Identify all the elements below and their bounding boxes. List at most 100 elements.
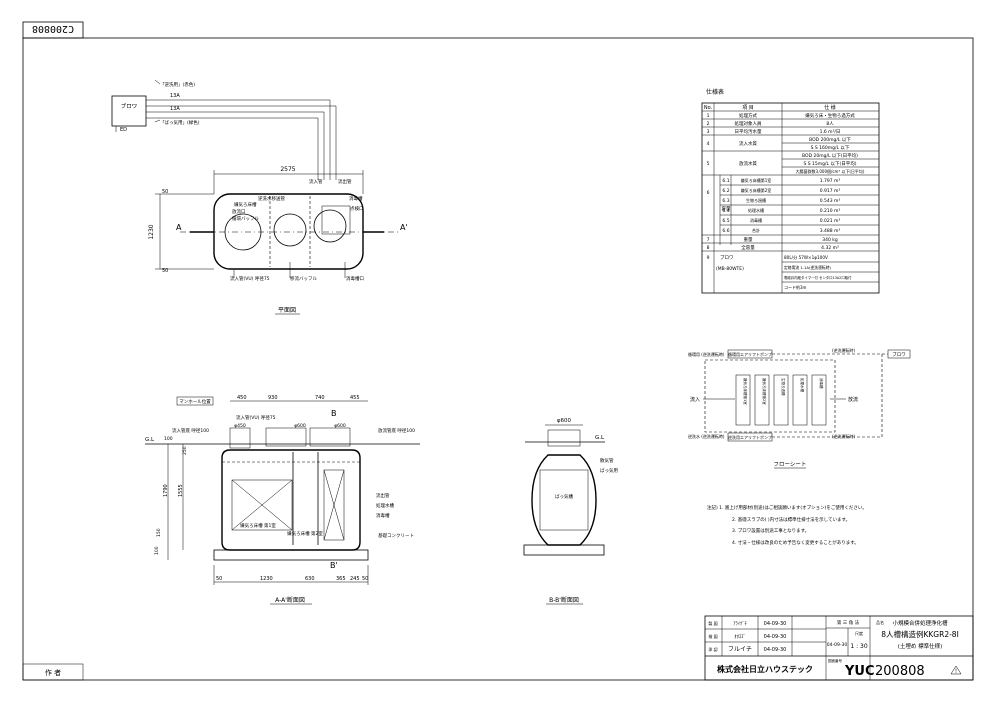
aa-bottom-dim-3: 630 — [305, 576, 315, 582]
tb-date-2: 04-09-30 — [764, 634, 787, 640]
tb-name-1: ｱﾗｲｸﾞﾁ — [733, 620, 747, 627]
spec-h-val: 仕 様 — [824, 104, 836, 111]
tb-product-3: (土埋め 標準仕様) — [898, 642, 943, 650]
plan-label-2: 逆洗水移送管 — [258, 195, 285, 202]
tb-date-extra: 04-09-30 — [827, 642, 848, 648]
plan-section-a: A — [176, 223, 182, 232]
bb-label-1: 散気管 — [600, 457, 614, 464]
aa-b-top: B — [331, 409, 337, 418]
flow-box-3 — [773, 374, 789, 426]
plan-dim-total: 2575 — [280, 166, 295, 173]
plan-label-bottom3: 消毒槽口 — [346, 275, 364, 282]
aa-left-dim-6: 100 — [154, 546, 160, 555]
spec-r5-val: S S 160mg/L 以下 — [811, 145, 850, 151]
plan-section-a-prime: A' — [400, 223, 408, 232]
plan-label-8: 点検口 — [350, 205, 364, 212]
aa-manhole-label: マンホール位置 — [179, 398, 211, 405]
aa-base-slab — [213, 549, 369, 561]
flow-right-top: (逆洗運転時) — [832, 347, 856, 353]
plan-label-7: 循環バッフル — [232, 215, 259, 222]
aa-title: A-A'断面図 — [275, 596, 305, 604]
sheet-border — [22, 37, 974, 681]
aa-left-dim-4: 1555 — [178, 484, 184, 497]
plan-ed-label: ED — [120, 127, 127, 133]
spec-vol-no: 6 — [707, 190, 710, 196]
spec-v1-item: 嫌気ろ床槽第1室 — [741, 177, 772, 183]
spec-r3-val: 1.6 m³/日 — [820, 129, 841, 135]
aa-bottom-dim-1: 50 — [216, 576, 222, 582]
aa-right-label-2: 処理水槽 — [376, 502, 394, 509]
spec-r2-no: 2 — [707, 121, 710, 127]
flow-outflow: 放流 — [848, 396, 858, 403]
aa-outlet-label: 放流管底 呼径100 — [378, 427, 415, 434]
aa-left-dim-3: 1790 — [163, 484, 169, 497]
plan-label-3: 流入管 — [309, 178, 323, 185]
bb-tank-body — [531, 454, 597, 546]
flow-box-1-label: 嫌気ろ床槽第1室 — [743, 378, 748, 405]
plan-manhole-2 — [273, 213, 307, 247]
tb-role-2: 検 図 — [708, 633, 717, 639]
spec-t2-item: 全容量 — [741, 244, 755, 251]
spec-r3-no: 3 — [707, 129, 710, 135]
flow-sheet: 循環用エアリフトポンプ 逆洗用エアリフトポンプ 循環用 (逆洗運転時) 逆洗水 … — [688, 347, 911, 469]
flow-box-4 — [792, 374, 808, 426]
stamp-box — [22, 21, 84, 39]
spec-r6-item: 放流水質 — [739, 160, 757, 167]
aa-bottom-dim-6: 50 — [362, 576, 368, 582]
warning-triangle-icon — [950, 665, 962, 675]
spec-v2-val: 0.917 m³ — [820, 188, 841, 194]
flow-bottom-label: 逆洗用エアリフトポンプ — [728, 434, 772, 440]
spec-v3-val: 0.543 m³ — [820, 198, 841, 204]
aa-right-label-3: 消毒槽 — [376, 512, 390, 519]
flow-right-bottom: (逆洗運転時) — [832, 433, 856, 439]
spec-t2-no: 8 — [707, 245, 710, 251]
tb-date-1: 04-09-30 — [764, 621, 787, 627]
spec-v4-item: 処理水槽 — [748, 207, 764, 213]
spec-v1-no: 6.1 — [722, 178, 729, 184]
flow-box-2 — [754, 374, 770, 426]
tb-drawing-no-label: 図面番号 — [828, 658, 842, 663]
spec-r2-val: 8人 — [826, 121, 834, 127]
note-4: 4. 寸法・仕様は改良のため予告なく変更することがあります。 — [732, 539, 859, 546]
spec-v6-val: 3.488 m³ — [820, 228, 841, 234]
tb-projection: 第 三 角 法 — [837, 619, 860, 626]
aa-phi450: φ450 — [234, 423, 246, 429]
aa-chamber-2: 嫌気ろ床槽 第2室 — [287, 530, 323, 537]
spec-b-val4: コード約3m — [784, 284, 807, 290]
spec-r4-item: 流入水質 — [739, 140, 757, 147]
plan-dim-top: 50 — [162, 189, 168, 195]
flow-left-bottom: 逆洗水 (逆洗運転時) — [688, 433, 725, 439]
notes: 注記) 1. 嵩上げ用部材(別途)はご相談願います(オプション)をご使用ください… — [707, 504, 867, 546]
plan-label-4: 流出管 — [338, 178, 352, 185]
plan-label-6: 消毒槽 — [349, 195, 363, 202]
plan-label-bottom1: 流入管(VU) 呼径75 — [230, 275, 270, 282]
bb-gl: G.L — [595, 435, 605, 441]
spec-b-val1: 80L/分 57W×1φ100V — [784, 254, 828, 261]
note-2: 2. 基礎スラブの( )内寸法は標準仕様寸法を示しています。 — [732, 516, 850, 523]
spec-b-val2: 定格電流 1.1A(逆洗運転時) — [784, 265, 831, 270]
spec-v4-val: 0.210 m³ — [820, 208, 841, 214]
plan-view: ブロワ ED 「逆洗用」(赤色) 13A 13A 「ばっ気用」(緑色) 2575… — [111, 79, 408, 315]
spec-b-val3: 電磁弁内蔵タイマー付 センタ口13A2口取付 — [784, 275, 852, 280]
tb-name-label: 品名 — [876, 619, 884, 625]
spec-v2-item: 嫌気ろ床槽第2室 — [741, 187, 772, 193]
aa-right-label-1: 流出管 — [376, 492, 390, 499]
aa-b-bottom: B' — [330, 561, 338, 570]
stamp-text: C200808 — [32, 23, 74, 34]
tb-role-1: 製 図 — [708, 620, 717, 626]
plan-pipe-label1: 「逆洗用」(赤色) — [160, 81, 195, 88]
blower-box — [111, 95, 147, 127]
spec-title: 仕様表 — [706, 88, 724, 96]
flow-box-5-label: 消毒槽 — [819, 378, 824, 389]
spec-r6-no: 5 — [707, 161, 710, 167]
spec-r3-item: 日平均汚水量 — [735, 128, 762, 135]
aa-bottom-dim-4: 365 — [336, 576, 346, 582]
tb-product-1: 小規模合併処理浄化槽 — [892, 619, 948, 627]
flow-title: フローシート — [774, 461, 807, 468]
spec-v5-val: 0.021 m³ — [820, 218, 841, 224]
flow-inflow: 流入 — [690, 396, 700, 403]
spec-r1-val: 嫌気ろ床・生物ろ過方式 — [805, 112, 855, 119]
plan-dim-width: 1230 — [148, 224, 155, 239]
spec-v2-no: 6.2 — [722, 188, 729, 194]
aa-in75-label: 流入管(VU) 呼径75 — [236, 414, 276, 421]
